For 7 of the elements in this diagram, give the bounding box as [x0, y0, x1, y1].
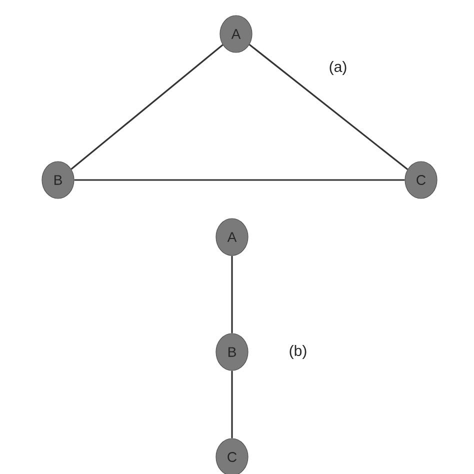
edge-line — [248, 44, 408, 170]
panel-label: (b) — [290, 345, 306, 359]
edge-line — [74, 179, 405, 181]
edge-line — [231, 256, 233, 334]
panel-label: (a) — [330, 61, 346, 75]
edge-line — [70, 44, 224, 170]
edge-line — [231, 370, 233, 438]
